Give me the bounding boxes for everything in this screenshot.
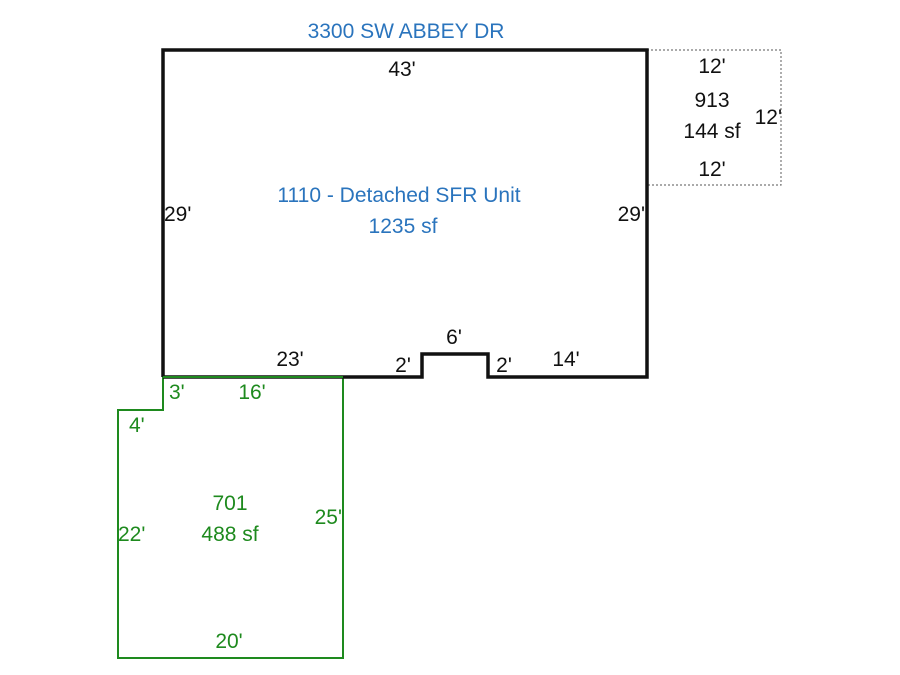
main-dim-bottom-left: 23' xyxy=(276,348,303,371)
deck-dim-bottom: 12' xyxy=(698,158,725,181)
deck-dim-right: 12' xyxy=(755,106,782,129)
garage-area: 488 sf xyxy=(201,523,258,546)
main-dim-notch-left: 2' xyxy=(395,354,411,377)
main-unit-outline xyxy=(161,48,649,379)
garage-outline xyxy=(117,376,344,659)
garage-dim-left: 22' xyxy=(118,523,145,546)
garage-dim-step-vertical: 3' xyxy=(169,381,185,404)
garage-dim-step-horizontal: 4' xyxy=(129,414,145,437)
deck-area: 144 sf xyxy=(683,120,740,143)
main-dim-notch-right: 2' xyxy=(496,354,512,377)
main-unit-name: 1110 - Detached SFR Unit xyxy=(277,184,520,207)
deck-dim-top: 12' xyxy=(698,55,725,78)
main-dim-top: 43' xyxy=(388,58,415,81)
garage-dim-right: 25' xyxy=(315,506,342,529)
garage-dim-bottom: 20' xyxy=(215,630,242,653)
garage-dim-top: 16' xyxy=(238,381,265,404)
deck-code: 913 xyxy=(694,89,729,112)
main-dim-right: 29' xyxy=(618,203,645,226)
main-dim-bottom-right: 14' xyxy=(552,348,579,371)
main-dim-left: 29' xyxy=(164,203,191,226)
main-unit-area: 1235 sf xyxy=(369,215,438,238)
garage-code: 701 xyxy=(212,492,247,515)
main-dim-notch-top: 6' xyxy=(446,326,462,349)
address-label: 3300 SW ABBEY DR xyxy=(308,20,505,43)
